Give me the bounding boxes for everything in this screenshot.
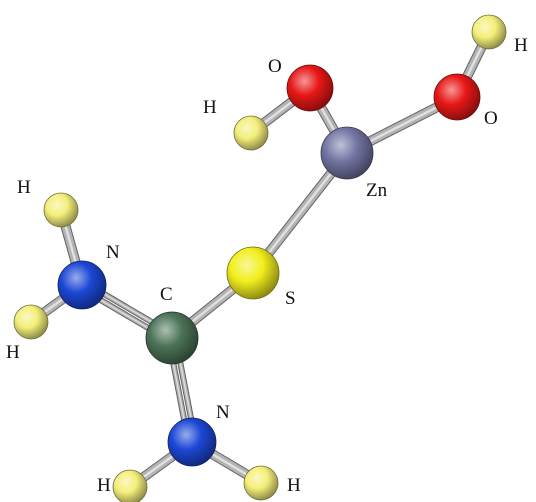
atom-label-n1: N: [106, 242, 120, 263]
atom-zn: [320, 126, 374, 180]
atom-h_o1: [233, 115, 269, 151]
atom-label-h_o2: H: [514, 35, 528, 56]
atom-c: [145, 311, 199, 365]
atom-h_n1b: [13, 304, 49, 340]
atom-h_n1a: [43, 192, 79, 228]
atom-n2: [167, 417, 217, 467]
atom-label-c: C: [160, 284, 173, 305]
atom-n1: [57, 260, 107, 310]
atom-label-s: S: [285, 288, 296, 309]
atom-h_n2b: [243, 465, 279, 501]
atom-label-h_n1a: H: [17, 177, 31, 198]
atom-label-h_n2a: H: [97, 475, 111, 496]
atom-label-h_o1: H: [203, 97, 217, 118]
atom-label-o2: O: [484, 108, 498, 129]
atom-h_o2: [471, 14, 507, 50]
atom-label-h_n1b: H: [6, 342, 20, 363]
atoms-layer: [13, 14, 507, 502]
atom-label-zn: Zn: [366, 180, 388, 201]
atom-s: [226, 246, 280, 300]
atom-h_n2a: [112, 469, 148, 502]
atom-label-n2: N: [216, 402, 230, 423]
atom-o2: [433, 73, 481, 121]
atom-label-h_n2b: H: [287, 475, 301, 496]
atom-o1: [286, 64, 334, 112]
atom-label-o1: O: [268, 56, 282, 77]
labels-layer: Zn O O H H S C N N H H H H: [6, 35, 528, 496]
